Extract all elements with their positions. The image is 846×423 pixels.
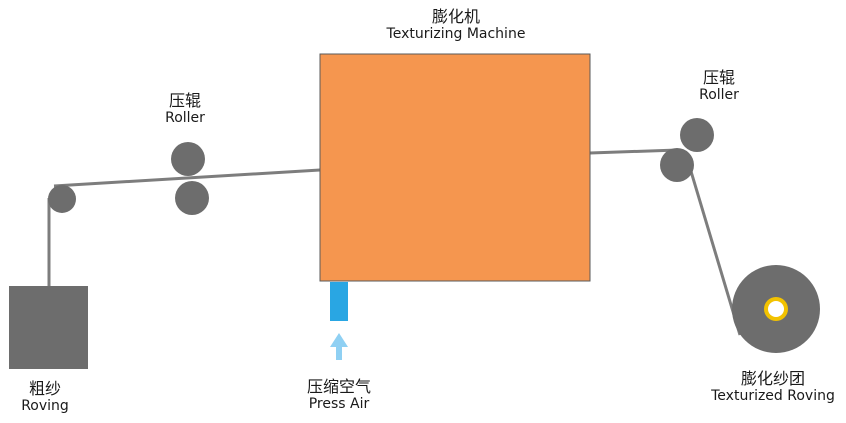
press-air-label-cn: 压缩空气 (306, 377, 371, 396)
guide-roller (48, 185, 76, 213)
roller-left-label: 压辊 Roller (145, 91, 225, 127)
roller-right-label-cn: 压辊 (702, 68, 735, 87)
roller-right-label-en: Roller (699, 87, 739, 104)
yarn-to-machine (53, 168, 321, 188)
yarn-to-spool (688, 167, 742, 336)
press-air-label-en: Press Air (308, 396, 370, 413)
yarn-from-machine (589, 148, 679, 155)
air-nozzle (330, 282, 348, 321)
roving-box (9, 286, 88, 369)
left-roller-top (171, 142, 205, 176)
right-roller-bottom (660, 148, 694, 182)
roller-left-label-en: Roller (165, 110, 205, 127)
machine-label-en: Texturizing Machine (386, 26, 526, 43)
machine-label-cn: 膨化机 (431, 7, 480, 26)
output-label: 膨化纱团 Texturized Roving (700, 369, 846, 405)
output-label-cn: 膨化纱团 (740, 369, 805, 388)
left-roller-bottom (175, 181, 209, 215)
output-label-en: Texturized Roving (711, 388, 835, 405)
roving-label-cn: 粗纱 (28, 379, 61, 398)
right-roller-top (680, 118, 714, 152)
machine-label: 膨化机 Texturizing Machine (356, 7, 556, 43)
yarn-path (47, 148, 742, 336)
roller-left-label-cn: 压辊 (168, 91, 201, 110)
roving-label: 粗纱 Roving (10, 379, 80, 415)
texturized-roving-spool (732, 265, 820, 353)
air-arrow-icon (330, 333, 348, 360)
texturizing-machine (319, 53, 591, 282)
press-air-label: 压缩空气 Press Air (284, 377, 394, 413)
roving-label-en: Roving (21, 398, 69, 415)
roller-right-label: 压辊 Roller (679, 68, 759, 104)
